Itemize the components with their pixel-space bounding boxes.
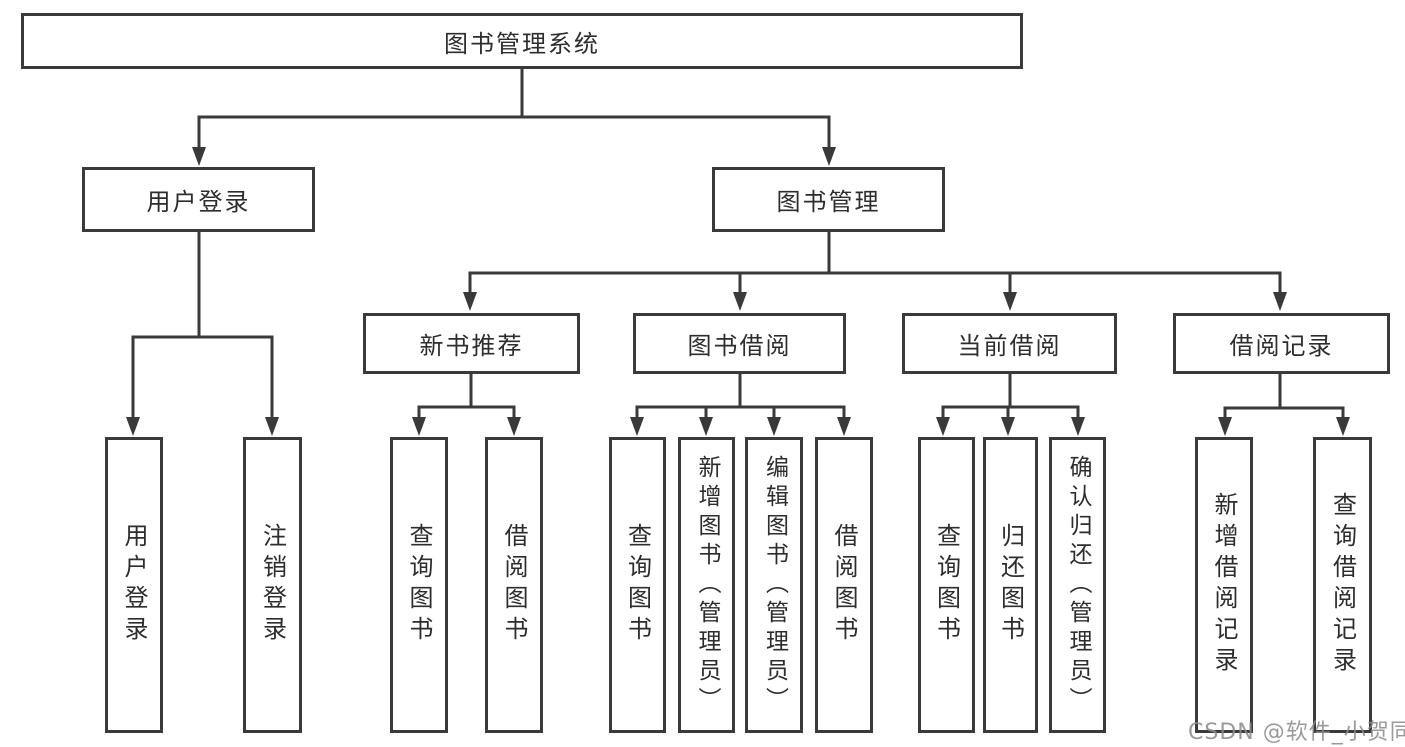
csdn-watermark: CSDN @软件_小贺同学 xyxy=(1188,720,1405,745)
connector-borrow-record xyxy=(1223,374,1345,419)
connector-new-book-rec xyxy=(417,374,516,419)
node-leaf-rec-borrow: 借阅图书 xyxy=(485,437,543,733)
node-leaf-rec-query: 查询图书 xyxy=(390,437,448,733)
connector-book-borrow xyxy=(635,374,846,419)
connector-book-mgmt xyxy=(468,232,1282,294)
node-book-borrow: 图书借阅 xyxy=(633,313,846,374)
node-root: 图书管理系统 xyxy=(21,13,1023,69)
node-new-book-rec-label: 新书推荐 xyxy=(419,332,524,360)
connector-root xyxy=(197,69,831,149)
node-leaf-rec-borrow-label: 借阅图书 xyxy=(500,523,528,647)
node-leaf-cb-query: 查询图书 xyxy=(918,437,975,733)
node-user-login: 用户登录 xyxy=(82,167,315,232)
node-leaf-bb-add: 新增图书（管理员） xyxy=(678,437,735,733)
node-leaf-bb-query: 查询图书 xyxy=(609,437,666,733)
node-leaf-cb-confirm: 确认归还（管理员） xyxy=(1049,437,1106,733)
node-book-mgmt-label: 图书管理 xyxy=(776,188,881,216)
node-leaf-br-query: 查询借阅记录 xyxy=(1313,437,1372,733)
node-current-borrow: 当前借阅 xyxy=(902,313,1117,374)
node-root-label: 图书管理系统 xyxy=(444,29,600,58)
connector-user-login xyxy=(131,232,274,419)
arrowheads xyxy=(126,147,1350,436)
node-leaf-cb-confirm-label: 确认归还（管理员） xyxy=(1065,454,1091,716)
node-leaf-user-login: 用户登录 xyxy=(105,437,163,733)
node-current-borrow-label: 当前借阅 xyxy=(957,332,1062,360)
node-leaf-rec-query-label: 查询图书 xyxy=(405,523,433,647)
node-leaf-bb-borrow-label: 借阅图书 xyxy=(830,523,858,647)
node-leaf-br-query-label: 查询借阅记录 xyxy=(1328,492,1357,678)
node-leaf-br-add-label: 新增借阅记录 xyxy=(1210,492,1238,678)
node-leaf-cb-query-label: 查询图书 xyxy=(932,523,961,647)
node-leaf-logout: 注销登录 xyxy=(243,437,302,733)
node-borrow-record: 借阅记录 xyxy=(1173,313,1390,374)
node-book-mgmt: 图书管理 xyxy=(712,167,945,232)
node-leaf-cb-return: 归还图书 xyxy=(983,437,1038,733)
node-leaf-br-add: 新增借阅记录 xyxy=(1195,437,1253,733)
node-leaf-bb-add-label: 新增图书（管理员） xyxy=(694,454,720,716)
node-leaf-bb-edit-label: 编辑图书（管理员） xyxy=(761,454,788,716)
node-new-book-rec: 新书推荐 xyxy=(363,313,580,374)
node-leaf-logout-label: 注销登录 xyxy=(258,523,287,647)
node-leaf-bb-query-label: 查询图书 xyxy=(623,523,652,647)
node-user-login-label: 用户登录 xyxy=(146,188,251,216)
node-borrow-record-label: 借阅记录 xyxy=(1229,332,1334,360)
node-leaf-bb-edit: 编辑图书（管理员） xyxy=(745,437,803,733)
node-leaf-user-login-label: 用户登录 xyxy=(120,523,148,647)
node-book-borrow-label: 图书借阅 xyxy=(687,332,792,360)
connector-current-borrow xyxy=(941,374,1080,419)
node-leaf-bb-borrow: 借阅图书 xyxy=(815,437,873,733)
node-leaf-cb-return-label: 归还图书 xyxy=(996,523,1025,647)
